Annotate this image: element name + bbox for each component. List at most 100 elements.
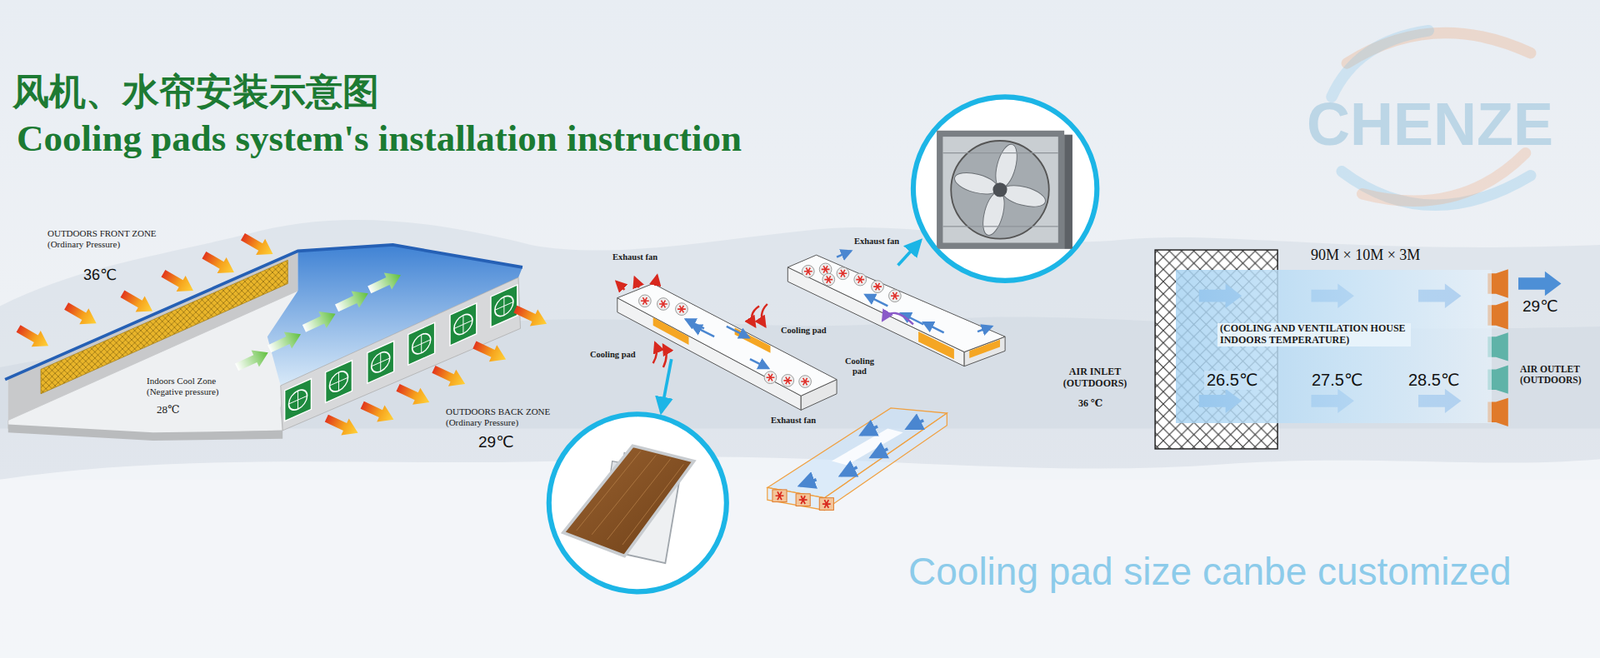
temperature: 29℃ xyxy=(1522,297,1558,316)
greenhouse-illustration-part-part xyxy=(61,298,101,332)
watermark: CHENZE xyxy=(1306,90,1554,160)
tunnel-house-left-part-part xyxy=(751,305,760,326)
tunnel-house-small-part-part xyxy=(800,480,817,486)
tunnel-house-right-part xyxy=(822,273,835,286)
tunnel-house-small-part xyxy=(824,413,947,510)
part-label: Exhaust fan xyxy=(770,415,816,426)
tunnel-house-left-part xyxy=(660,359,671,413)
tunnel-house-right-part xyxy=(969,340,1000,359)
greenhouse-illustration-part xyxy=(40,260,288,394)
tunnel-house-left-part xyxy=(639,295,652,308)
tunnel-house-small-part xyxy=(775,491,831,509)
tunnel-house-small-part-part xyxy=(840,467,858,476)
tunnel-house-small-part xyxy=(767,487,825,510)
greenhouse-illustration-part-part xyxy=(14,320,54,355)
tunnel-house-left-part-part xyxy=(653,343,657,364)
greenhouse-illustration-part-part xyxy=(199,247,239,281)
part-label: Exhaust fan xyxy=(854,236,900,247)
tunnel-house-right-part xyxy=(918,331,955,360)
watermark-swoosh-part xyxy=(1331,30,1429,98)
fan-photo-circle-part xyxy=(913,96,1097,280)
greenhouse-illustration-part xyxy=(325,360,353,404)
tunnel-house-left-part xyxy=(616,275,768,368)
fan-photo-circle-part-part-part xyxy=(952,169,1001,199)
greenhouse-illustration-part-part xyxy=(158,265,198,300)
greenhouse-illustration-part xyxy=(408,322,435,365)
pad-photo-circle-part-part xyxy=(563,445,695,556)
tunnel-house-right-part xyxy=(898,240,921,265)
tunnel-house-left-part-part xyxy=(663,345,667,368)
tunnel-house-left-part xyxy=(799,375,812,389)
temperature: 26.5℃ xyxy=(1204,370,1260,390)
greenhouse-illustration-part xyxy=(450,303,477,346)
subtitle: Cooling pads system's installation instr… xyxy=(16,117,742,161)
fan-photo-circle-part-part xyxy=(992,182,1007,197)
fan-photo-circle-part-part xyxy=(936,130,1065,250)
tunnel-house-left-part xyxy=(781,375,795,388)
part-label: Cooling pad xyxy=(843,356,876,377)
fan-photo-circle-part-part-part xyxy=(1000,181,1049,211)
part-label: Cooling pad xyxy=(590,350,636,360)
fan-photo-circle xyxy=(913,96,1097,280)
greenhouse-illustration-part-part xyxy=(265,325,305,358)
tunnel-house-left xyxy=(616,275,837,413)
tunnel-house-small-part-part xyxy=(860,426,878,435)
watermark-swoosh-part xyxy=(1362,153,1526,201)
pad-photo-circle-part-part xyxy=(576,450,685,545)
zone-label: OUTDOORS BACK ZONE (Ordinary Pressure) xyxy=(445,406,554,428)
tunnel-house-left-part xyxy=(685,319,769,369)
fan-photo-circle-part-part xyxy=(950,140,1050,240)
tunnel-house-right-part-part xyxy=(836,250,851,257)
fan-photo-circle-part-part xyxy=(942,136,1058,243)
tunnel-house-small xyxy=(767,408,948,510)
fan-photo-circle-part xyxy=(936,130,1073,250)
tunnel-house-left-part-part xyxy=(750,359,769,369)
house-box: (COOLING AND VENTILATION HOUSE INDOORS T… xyxy=(1175,270,1492,424)
greenhouse-illustration-part-part xyxy=(322,410,362,442)
greenhouse-illustration-part-part xyxy=(332,285,372,317)
outlet-label: AIR OUTLET (OUTDOORS) xyxy=(1520,364,1585,386)
greenhouse-illustration-part-part xyxy=(470,336,510,369)
tunnel-house-right-part-part xyxy=(865,295,888,306)
tunnel-house-right-part-part xyxy=(923,322,944,333)
tunnel-house-small-part xyxy=(795,494,810,507)
zone-label: Indoors Cool Zone (Negative pressure) xyxy=(146,375,222,397)
temperature: 29℃ xyxy=(478,433,514,452)
greenhouse-illustration-part-part xyxy=(238,229,278,263)
tunnel-house-right-part-part xyxy=(977,326,992,332)
tunnel-house-small-part-part xyxy=(775,491,785,500)
fan-photo-circle-part-part-part xyxy=(979,189,1009,238)
fan-photo-circle-part-part xyxy=(1064,135,1073,250)
tunnel-house-small-part-part xyxy=(822,500,831,509)
tunnel-house-right-part xyxy=(854,273,867,286)
greenhouse-illustration-part xyxy=(8,425,283,442)
tunnel-house-small-part xyxy=(819,498,834,511)
tunnel-house-left-part xyxy=(653,317,690,345)
airflow-plan xyxy=(1155,250,1561,450)
tunnel-house-right-part xyxy=(882,313,914,325)
zone-label: OUTDOORS FRONT ZONE (Ordinary Pressure) xyxy=(47,228,160,250)
tunnel-house-right-part xyxy=(836,267,850,280)
tunnel-house-left-part xyxy=(675,303,689,316)
temperature: 28.5℃ xyxy=(1408,370,1460,390)
greenhouse-illustration-part-part xyxy=(511,300,551,333)
temperature: 27.5℃ xyxy=(1311,370,1363,390)
tunnel-house-small-part xyxy=(831,428,904,465)
pad-photo-circle-part xyxy=(563,445,695,564)
greenhouse-illustration-part xyxy=(8,250,299,420)
greenhouse-illustration-part-part xyxy=(430,360,470,393)
greenhouse-illustration-part xyxy=(232,266,405,376)
tunnel-house-left-part-part xyxy=(685,319,705,329)
tunnel-house-left-part xyxy=(657,298,670,311)
greenhouse-illustration-part xyxy=(285,379,312,422)
pad-photo-circle xyxy=(549,414,727,592)
airflow-plan-part-part xyxy=(1518,271,1561,296)
temperature: 36 ℃ xyxy=(1078,398,1103,410)
tunnel-house-small-part-part xyxy=(907,420,925,430)
chart-title: 风机、水帘安装示意图 xyxy=(12,71,380,115)
tunnel-house-left-part xyxy=(617,283,837,396)
greenhouse-illustration-part-part xyxy=(232,344,272,376)
tunnel-house-right-part xyxy=(871,280,885,294)
tunnel-house-left-part-part xyxy=(726,326,750,338)
